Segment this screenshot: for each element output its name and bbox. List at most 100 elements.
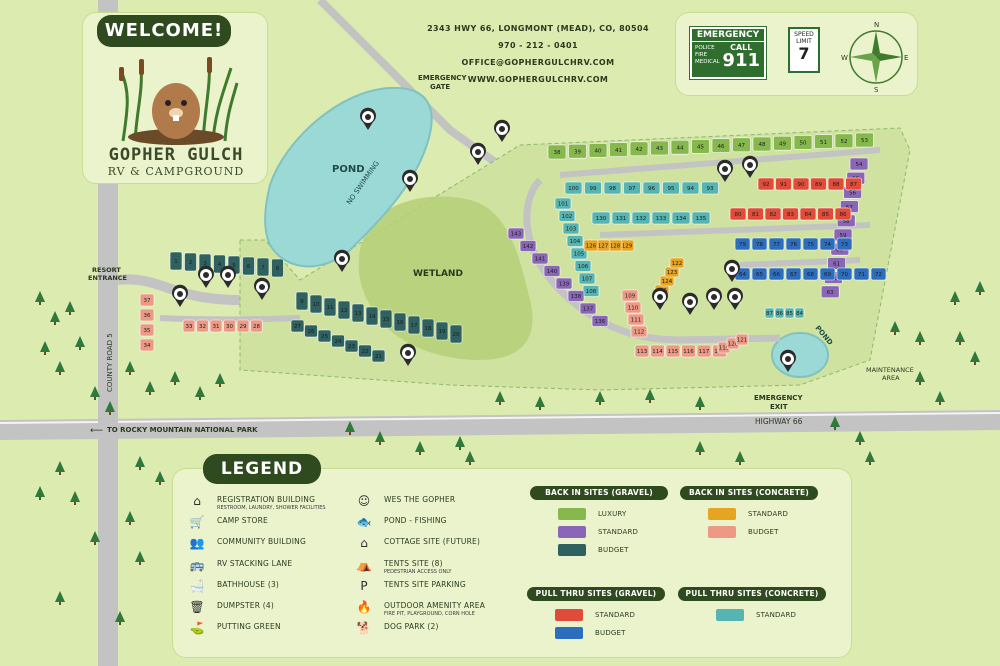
site-116[interactable]: 116	[681, 344, 696, 358]
map-pin-camp-store-icon[interactable]	[682, 292, 698, 315]
site-85[interactable]: 85	[784, 307, 795, 319]
site-93[interactable]: 93	[701, 181, 719, 195]
site-105[interactable]: 105	[570, 247, 588, 260]
site-114[interactable]: 114	[650, 344, 665, 358]
site-13[interactable]: 13	[351, 303, 365, 323]
site-47[interactable]: 47	[732, 137, 751, 153]
map-pin-dumpster-icon[interactable]	[742, 155, 758, 178]
map-pin-community-building-icon[interactable]	[706, 287, 722, 310]
site-103[interactable]: 103	[562, 222, 580, 235]
map-pin-dumpster-icon[interactable]	[400, 343, 416, 366]
map-pin-fishing-icon[interactable]	[470, 142, 486, 165]
site-43[interactable]: 43	[650, 140, 669, 156]
site-66[interactable]: 66	[768, 267, 785, 281]
site-122[interactable]: 122	[669, 257, 685, 269]
site-83[interactable]: 83	[782, 207, 799, 221]
site-17[interactable]: 17	[407, 315, 421, 335]
site-63[interactable]: 63	[820, 285, 840, 299]
site-70[interactable]: 70	[836, 267, 853, 281]
site-75[interactable]: 75	[802, 237, 819, 251]
map-pin-dog-icon[interactable]	[780, 349, 796, 372]
site-73[interactable]: 73	[836, 237, 853, 251]
site-20[interactable]: 20	[449, 324, 463, 344]
site-27[interactable]: 27	[290, 319, 305, 333]
site-1[interactable]: 1	[169, 251, 183, 271]
site-15[interactable]: 15	[379, 309, 393, 329]
site-92[interactable]: 92	[757, 177, 775, 191]
site-44[interactable]: 44	[670, 139, 690, 155]
site-35[interactable]: 35	[139, 323, 155, 337]
site-121[interactable]: 121	[735, 333, 749, 346]
site-138[interactable]: 138	[567, 290, 585, 302]
site-39[interactable]: 39	[568, 143, 587, 159]
site-6[interactable]: 6	[242, 256, 255, 276]
site-46[interactable]: 46	[711, 138, 731, 153]
site-38[interactable]: 38	[547, 144, 567, 160]
site-115[interactable]: 115	[665, 344, 681, 358]
site-61[interactable]: 61	[827, 257, 846, 270]
map-pin-rv-stacking-icon[interactable]	[254, 277, 270, 300]
website-text[interactable]: WWW.GOPHERGULCHRV.COM	[467, 75, 609, 84]
site-82[interactable]: 82	[764, 207, 782, 221]
site-40[interactable]: 40	[588, 143, 608, 158]
site-68[interactable]: 68	[802, 267, 819, 281]
site-101[interactable]: 101	[554, 197, 572, 210]
site-21[interactable]: 21	[371, 349, 386, 363]
map-pin-fishing-icon[interactable]	[360, 107, 376, 130]
site-31[interactable]: 31	[209, 319, 223, 333]
site-86[interactable]: 86	[834, 207, 852, 221]
site-14[interactable]: 14	[365, 306, 379, 326]
map-pin-camp-store-icon[interactable]	[220, 265, 236, 288]
site-22[interactable]: 22	[358, 344, 372, 358]
site-53[interactable]: 53	[855, 132, 874, 148]
site-8[interactable]: 8	[271, 258, 284, 278]
site-69[interactable]: 69	[819, 267, 836, 281]
map-pin-bathhouse-icon[interactable]	[727, 287, 743, 310]
site-48[interactable]: 48	[752, 136, 772, 152]
site-98[interactable]: 98	[603, 181, 622, 195]
map-pin-parking-icon[interactable]	[494, 119, 510, 142]
site-49[interactable]: 49	[773, 135, 792, 151]
site-123[interactable]: 123	[664, 266, 680, 278]
site-106[interactable]: 106	[574, 260, 592, 272]
map-pin-bathhouse-icon[interactable]	[172, 284, 188, 307]
emergency-number[interactable]: 911	[722, 50, 760, 71]
site-99[interactable]: 99	[584, 181, 602, 195]
site-86[interactable]: 86	[774, 307, 785, 319]
site-130[interactable]: 130	[591, 211, 611, 225]
map-pin-fishing-icon[interactable]	[402, 169, 418, 192]
map-pin-registration-building-icon[interactable]	[652, 287, 668, 310]
site-88[interactable]: 88	[827, 177, 845, 191]
site-36[interactable]: 36	[139, 308, 155, 322]
site-18[interactable]: 18	[421, 318, 435, 338]
site-81[interactable]: 81	[747, 207, 764, 221]
site-19[interactable]: 19	[435, 321, 449, 341]
site-131[interactable]: 131	[611, 211, 631, 225]
site-7[interactable]: 7	[256, 257, 270, 277]
site-117[interactable]: 117	[696, 344, 712, 358]
site-71[interactable]: 71	[853, 267, 870, 281]
site-25[interactable]: 25	[317, 329, 332, 343]
site-96[interactable]: 96	[642, 181, 661, 195]
site-135[interactable]: 135	[691, 211, 711, 225]
site-109[interactable]: 109	[621, 289, 639, 302]
site-9[interactable]: 9	[295, 291, 309, 311]
site-140[interactable]: 140	[543, 265, 561, 277]
site-34[interactable]: 34	[139, 338, 155, 352]
site-65[interactable]: 65	[751, 267, 768, 281]
site-23[interactable]: 23	[344, 339, 359, 353]
site-52[interactable]: 52	[834, 133, 854, 149]
site-33[interactable]: 33	[182, 319, 196, 333]
site-84[interactable]: 84	[794, 307, 805, 319]
site-78[interactable]: 78	[751, 237, 768, 251]
site-133[interactable]: 133	[651, 211, 671, 225]
site-102[interactable]: 102	[558, 210, 576, 222]
site-137[interactable]: 137	[579, 302, 597, 315]
site-26[interactable]: 26	[304, 324, 318, 338]
site-124[interactable]: 124	[659, 275, 675, 287]
site-84[interactable]: 84	[799, 207, 817, 221]
site-67[interactable]: 67	[785, 267, 802, 281]
map-pin-dog-icon[interactable]	[334, 249, 350, 272]
site-77[interactable]: 77	[768, 237, 785, 251]
site-51[interactable]: 51	[814, 134, 833, 149]
